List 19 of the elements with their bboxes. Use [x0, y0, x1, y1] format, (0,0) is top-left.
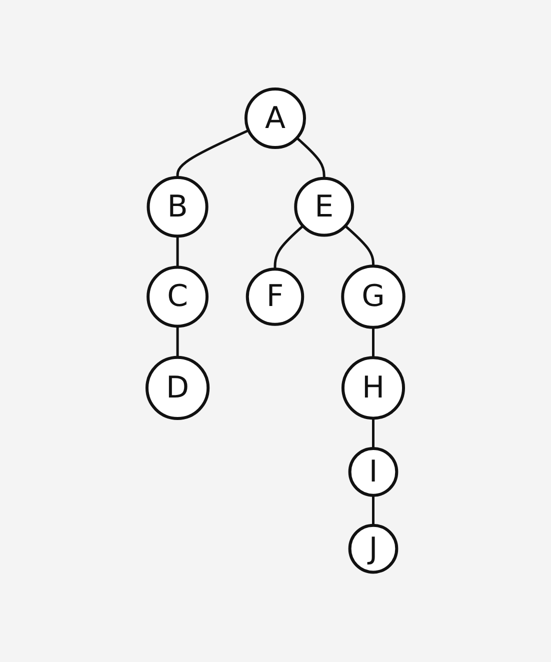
node-circle: D: [146, 356, 210, 420]
node-circle: F: [246, 268, 304, 326]
connector: [372, 328, 375, 358]
connector: [176, 326, 179, 358]
connector: [372, 418, 375, 449]
connector: [176, 130, 250, 178]
node-circle: I: [348, 447, 398, 498]
connector: [344, 225, 375, 267]
node-circle: A: [244, 88, 306, 150]
connector: [296, 137, 326, 179]
node-circle: E: [294, 177, 354, 238]
node-circle: G: [341, 265, 406, 330]
node-circle: H: [342, 356, 406, 420]
connector: [176, 236, 179, 268]
node-circle: C: [146, 266, 209, 328]
node-circle: J: [348, 524, 398, 574]
connector: [274, 225, 304, 270]
node-circle: B: [146, 176, 208, 238]
connector: [372, 496, 375, 526]
